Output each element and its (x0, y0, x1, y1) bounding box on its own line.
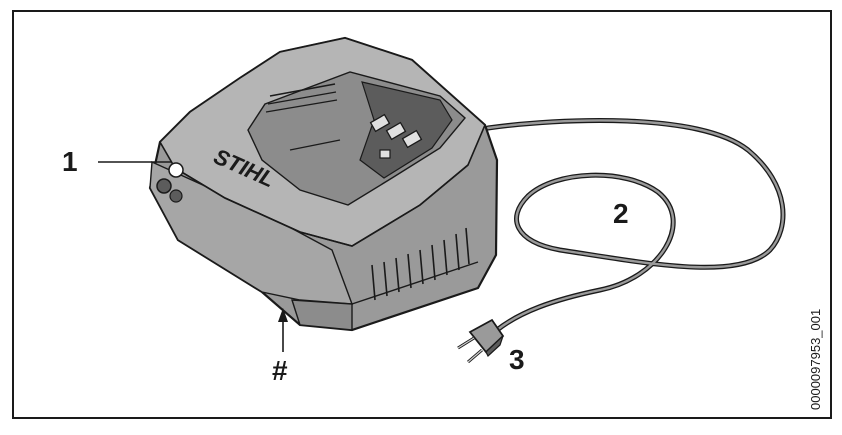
battery-contacts (369, 113, 423, 159)
mains-plug (457, 318, 505, 364)
callout-2: 2 (613, 198, 629, 229)
led-indicator-upper (168, 162, 184, 178)
arrow-hash (278, 308, 288, 352)
power-cord (485, 117, 786, 333)
callout-3: 3 (509, 344, 525, 375)
charger-body: STIHL (148, 36, 499, 332)
side-vents (371, 227, 470, 301)
figure-code: 0000097953_001 (808, 308, 823, 410)
callout-hash: # (272, 355, 288, 386)
led-indicator-lower (156, 178, 172, 194)
callout-1: 1 (62, 146, 78, 177)
